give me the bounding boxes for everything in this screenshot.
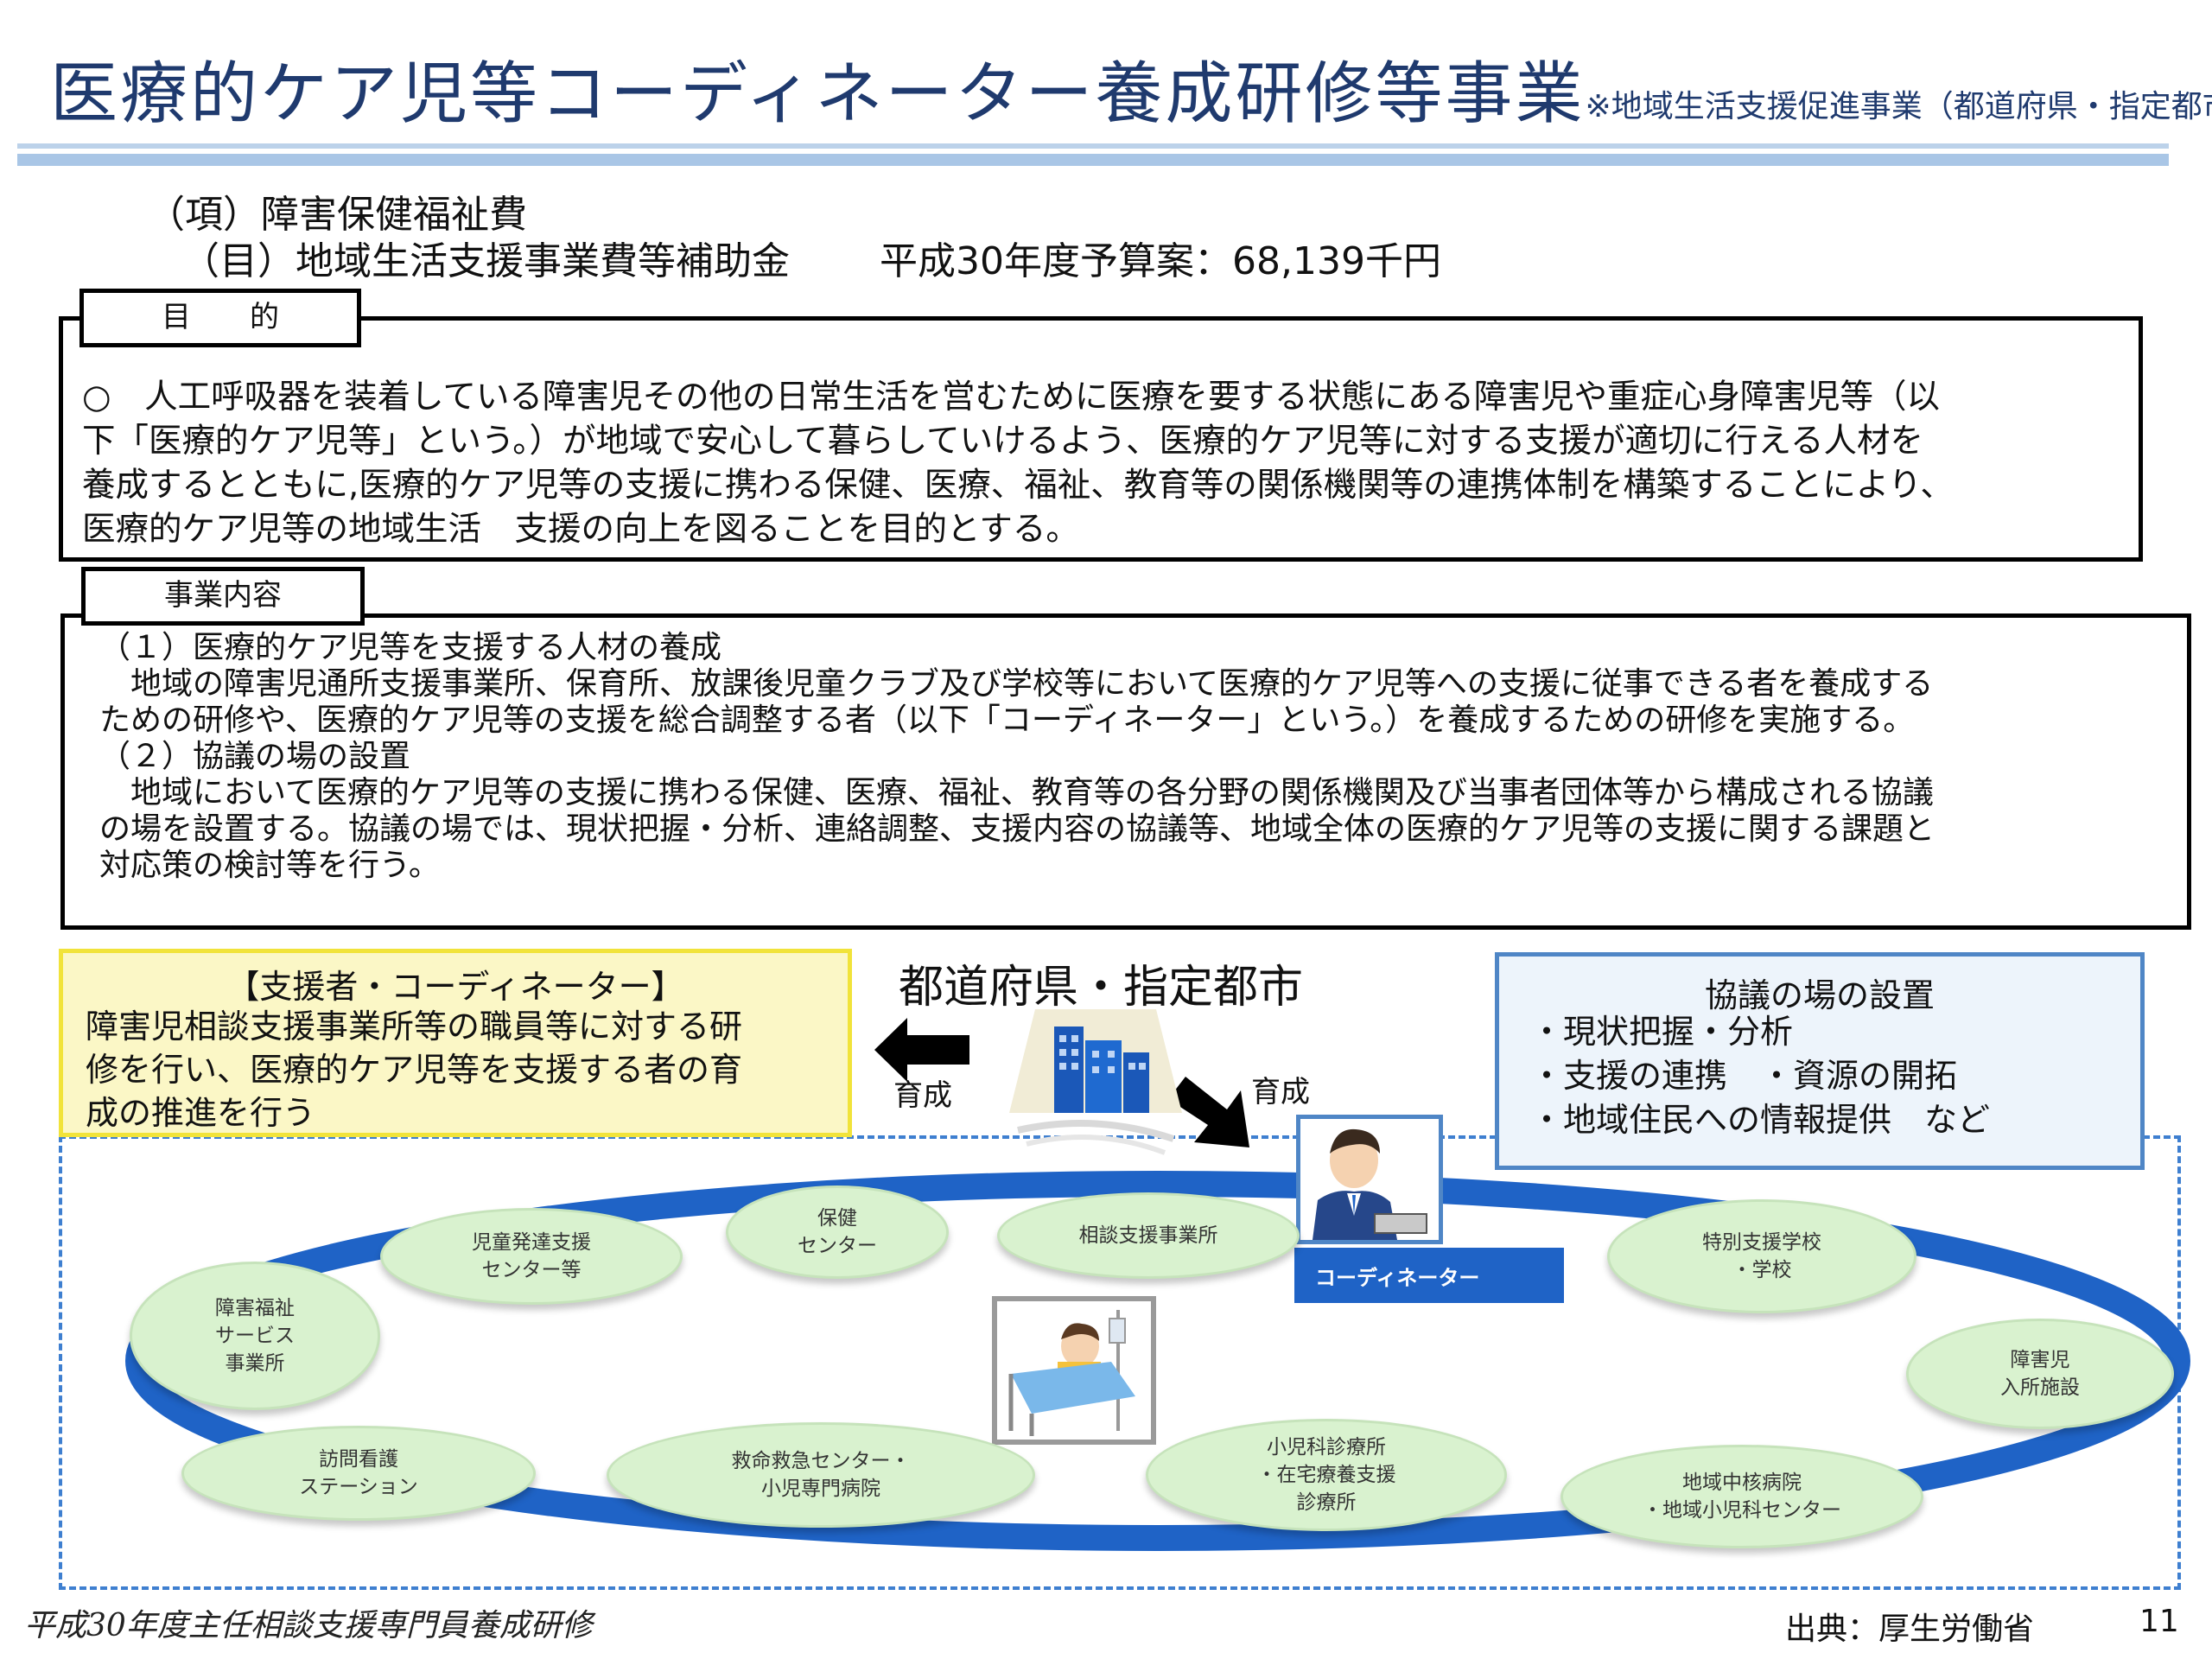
budget-amount: 平成30年度予算案：68,139千円 <box>880 239 1441 283</box>
arrow-down-right <box>1168 1077 1249 1147</box>
supporter-text: 障害児相談支援事業所等の職員等に対する研 修を行い、医療的ケア児等を支援する者の… <box>86 1007 743 1132</box>
title-main: 医療的ケア児等コーディネーター養成研修等事業 <box>50 55 1586 133</box>
coordinator-frame <box>1296 1115 1443 1244</box>
footer-course-name: 平成30年度主任相談支援専門員養成研修 <box>24 1608 593 1643</box>
node-visiting-nurse: 訪問看護ステーション <box>181 1426 536 1521</box>
content-text: （１）医療的ケア児等を支援する人材の養成 地域の障害児通所支援事業所、保育所、放… <box>99 630 1936 883</box>
council-list: ・現状把握・分析 ・支援の連携 ・資源の開拓 ・地域住民への情報提供 など <box>1530 1013 1991 1139</box>
building-icon <box>1009 1009 1182 1155</box>
purpose-tab: 目 的 <box>79 289 361 347</box>
content-box: （１）医療的ケア児等を支援する人材の養成 地域の障害児通所支援事業所、保育所、放… <box>60 613 2191 930</box>
page-title: 医療的ケア児等コーディネーター養成研修等事業※地域生活支援促進事業（都道府県・指… <box>50 40 2212 137</box>
patient-frame <box>992 1296 1156 1445</box>
prefecture-label: 都道府県・指定都市 <box>899 962 1304 1014</box>
node-child-development-center: 児童発達支援センター等 <box>380 1208 683 1305</box>
content-tab: 事業内容 <box>81 567 365 626</box>
node-special-school: 特別支援学校・学校 <box>1607 1199 1916 1313</box>
footer-page-number: 11 <box>2139 1604 2179 1639</box>
title-rule-thin <box>17 143 2169 149</box>
purpose-box: ○ 人工呼吸器を装着している障害児その他の日常生活を営むために医療を要する状態に… <box>59 316 2143 562</box>
budget-subitem: （目）地域生活支援事業費等補助金 <box>181 239 790 283</box>
purpose-text: ○ 人工呼吸器を装着している障害児その他の日常生活を営むために医療を要する状態に… <box>82 378 1954 549</box>
node-emergency-center: 救命救急センター・小児専門病院 <box>607 1422 1035 1528</box>
budget-item: （項）障害保健福祉費 <box>147 193 527 237</box>
node-welfare-service: 障害福祉サービス事業所 <box>130 1262 380 1410</box>
title-subtitle: ※地域生活支援促進事業（都道府県・指定都市） <box>1585 89 2212 124</box>
council-title: 協議の場の設置 <box>1704 976 1935 1014</box>
node-consultation-office: 相談支援事業所 <box>997 1192 1300 1279</box>
arrow-left-label: 育成 <box>893 1078 952 1113</box>
node-health-center: 保健センター <box>726 1185 949 1279</box>
footer-source: 出典：厚生労働省 <box>1785 1611 2035 1647</box>
council-box: 協議の場の設置 ・現状把握・分析 ・支援の連携 ・資源の開拓 ・地域住民への情報… <box>1495 952 2145 1170</box>
coordinator-person-icon <box>1313 1128 1427 1240</box>
arrow-right-label: 育成 <box>1251 1075 1310 1109</box>
node-residential-facility: 障害児入所施設 <box>1906 1319 2174 1429</box>
title-rule-thick <box>17 154 2169 166</box>
supporter-box: 【支援者・コーディネーター】 障害児相談支援事業所等の職員等に対する研 修を行い… <box>59 949 852 1137</box>
supporter-title: 【支援者・コーディネーター】 <box>226 968 684 1006</box>
node-regional-core-hospital: 地域中核病院・地域小児科センター <box>1560 1445 1923 1548</box>
node-pediatric-clinic: 小児科診療所・在宅療養支援診療所 <box>1146 1419 1507 1531</box>
coordinator-label: コーディネーター <box>1294 1248 1564 1303</box>
arrow-left <box>874 1018 969 1082</box>
child-in-bed-icon <box>1008 1310 1135 1436</box>
